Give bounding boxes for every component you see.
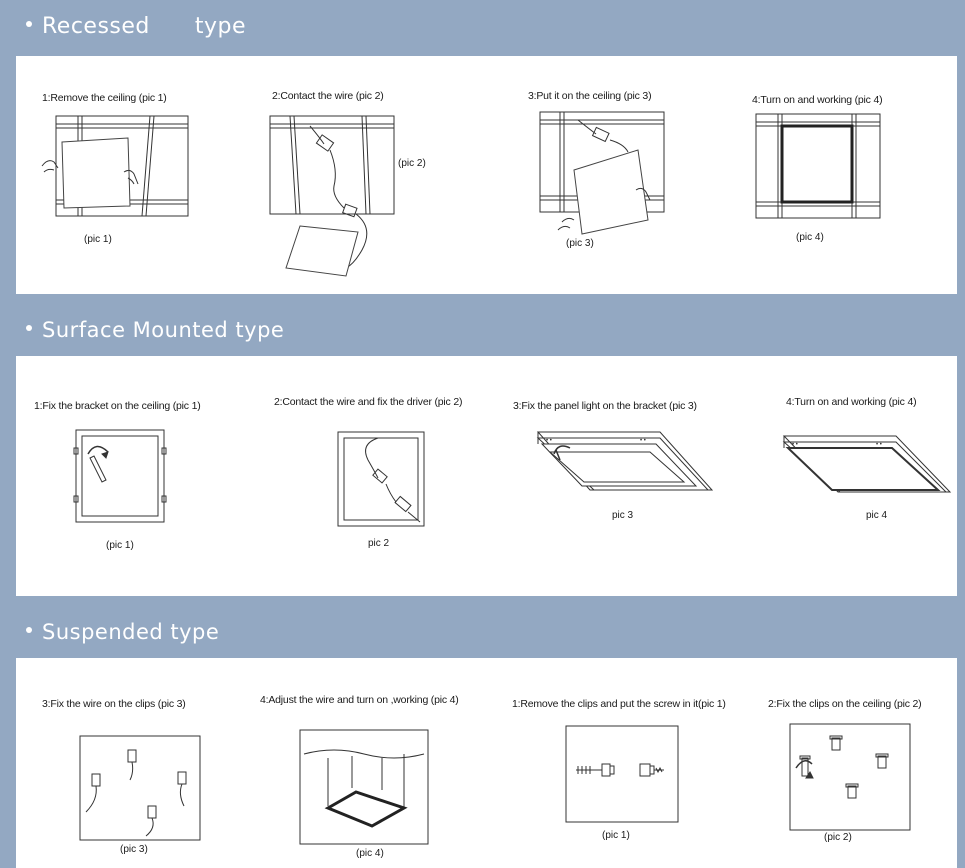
bullet-icon bbox=[26, 325, 32, 331]
step-label: 1:Remove the ceiling (pic 1) bbox=[42, 92, 167, 104]
surface-pic2-illustration bbox=[334, 428, 434, 534]
suspended-pic3-illustration bbox=[78, 734, 202, 842]
step-label: 2:Fix the clips on the ceiling (pic 2) bbox=[768, 698, 922, 710]
pic-caption: pic 4 bbox=[866, 510, 888, 521]
pic-caption: (pic 2) bbox=[824, 832, 852, 843]
step-label: 2:Contact the wire and fix the driver (p… bbox=[274, 396, 463, 408]
step-label: 3:Fix the panel light on the bracket (pi… bbox=[513, 400, 697, 412]
recessed-pic4-illustration bbox=[752, 112, 888, 224]
bullet-icon bbox=[26, 627, 32, 633]
recessed-pic2-illustration bbox=[266, 114, 406, 282]
section-title-surface: Surface Mounted type bbox=[26, 318, 284, 342]
surface-pic4-illustration: • • • • bbox=[780, 430, 956, 502]
pic-caption: (pic 1) bbox=[602, 830, 630, 841]
suspended-panel: 3:Fix the wire on the clips (pic 3) 4:Ad… bbox=[16, 658, 957, 868]
pic-caption: (pic 3) bbox=[566, 238, 594, 249]
step-label: 1:Remove the clips and put the screw in … bbox=[512, 698, 726, 710]
section-title-suspended: Suspended type bbox=[26, 620, 219, 644]
recessed-panel: 1:Remove the ceiling (pic 1) 2:Contact t… bbox=[16, 56, 957, 294]
step-label: 3:Put it on the ceiling (pic 3) bbox=[528, 90, 652, 102]
pic-caption: (pic 3) bbox=[120, 844, 148, 855]
pic-caption: pic 3 bbox=[612, 510, 634, 521]
recessed-pic1-illustration bbox=[38, 114, 198, 226]
section-title-text: Suspended type bbox=[42, 620, 220, 644]
pic-caption: (pic 4) bbox=[356, 848, 384, 859]
surface-pic1-illustration bbox=[72, 426, 172, 526]
recessed-pic3-illustration bbox=[536, 110, 696, 250]
svg-text:• •: • • bbox=[546, 438, 552, 444]
pic-caption: pic 2 bbox=[368, 538, 390, 549]
suspended-pic2-illustration bbox=[788, 722, 912, 832]
pic-caption: (pic 2) bbox=[398, 158, 426, 169]
pic-caption: (pic 4) bbox=[796, 232, 824, 243]
step-label: 1:Fix the bracket on the ceiling (pic 1) bbox=[34, 400, 201, 412]
step-label: 3:Fix the wire on the clips (pic 3) bbox=[42, 698, 186, 710]
svg-text:• •: • • bbox=[640, 438, 646, 444]
svg-text:• •: • • bbox=[792, 442, 798, 448]
suspended-pic4-illustration bbox=[298, 728, 430, 846]
section-title-text: Surface Mounted type bbox=[42, 318, 285, 342]
suspended-pic1-illustration bbox=[564, 724, 680, 824]
section-title-recessed: Recessed type bbox=[26, 14, 246, 39]
step-label: 4:Turn on and working (pic 4) bbox=[786, 396, 917, 408]
svg-text:• •: • • bbox=[876, 442, 882, 448]
step-label: 2:Contact the wire (pic 2) bbox=[272, 90, 384, 102]
pic-caption: (pic 1) bbox=[106, 540, 134, 551]
pic-caption: (pic 1) bbox=[84, 234, 112, 245]
surface-pic3-illustration: • • • • bbox=[536, 424, 716, 504]
step-label: 4:Adjust the wire and turn on ,working (… bbox=[260, 694, 459, 706]
surface-panel: 1:Fix the bracket on the ceiling (pic 1)… bbox=[16, 356, 957, 596]
step-label: 4:Turn on and working (pic 4) bbox=[752, 94, 883, 106]
bullet-icon bbox=[26, 21, 32, 27]
section-title-text: Recessed type bbox=[42, 14, 246, 39]
